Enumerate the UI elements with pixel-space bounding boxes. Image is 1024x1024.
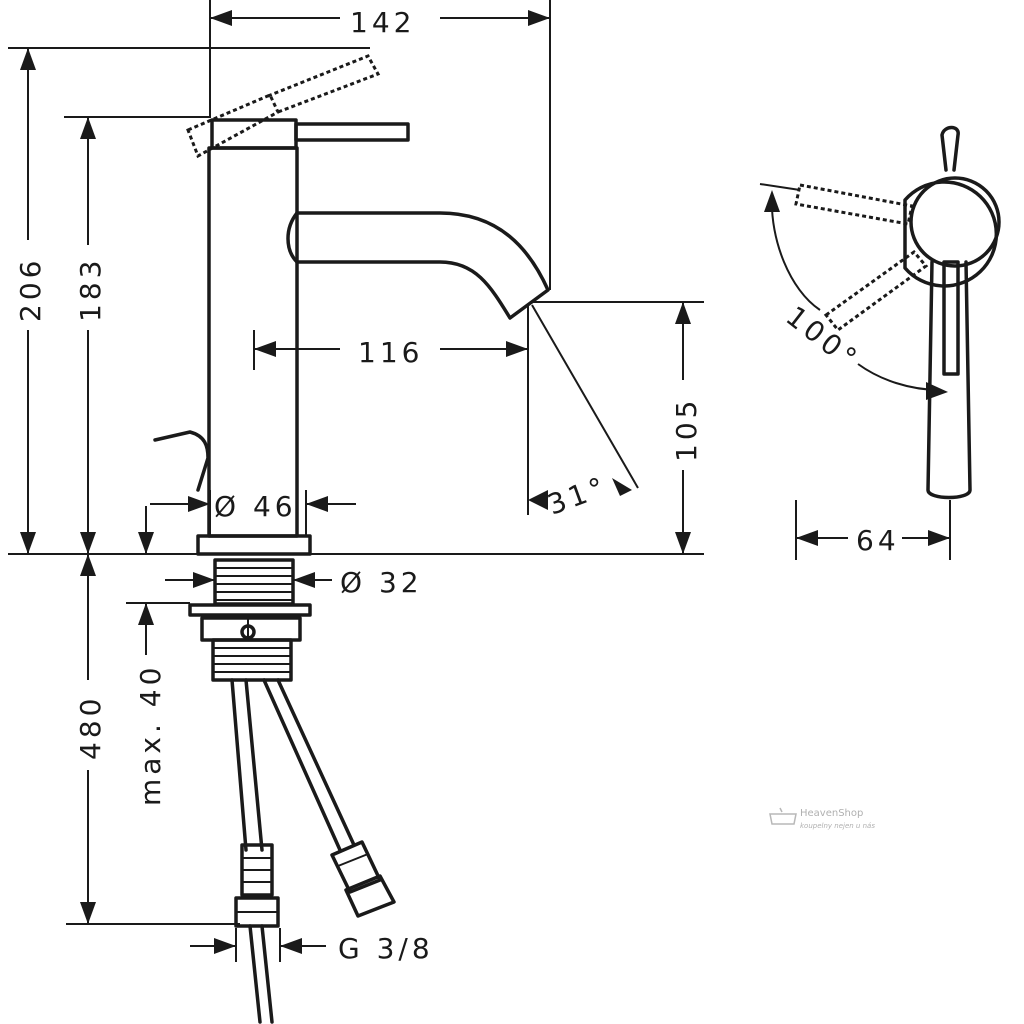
popup-rod [153,430,210,492]
watermark-brand: HeavenShop [800,808,863,819]
dim-hose-length: 480 [74,695,107,760]
faucet-front-view [153,54,550,1024]
dim-body-diameter: Ø 46 [214,490,297,523]
watermark: HeavenShop koupelny nejen u nás [769,807,875,830]
watermark-tagline: koupelny nejen u nás [800,822,875,830]
dim-handle-height: 183 [74,257,107,322]
side-dimensions: 100° 64 [759,183,951,560]
dim-max-thickness: max. 40 [134,664,167,806]
faucet-base [196,534,312,556]
dim-spout-height: 105 [670,397,703,462]
dim-spout-angle: 31° [543,469,612,521]
dim-side-width: 64 [856,524,900,557]
dim-spout-reach: 116 [358,336,423,369]
spout [295,211,550,320]
lower-shank [211,638,293,682]
side-lever-open-1 [794,183,914,226]
dim-total-height: 206 [14,257,47,322]
dim-connection: G 3/8 [338,932,434,965]
supply-hose-right [262,678,396,918]
bathtub-icon [769,807,797,825]
side-lever [926,260,972,500]
dim-total-width: 142 [350,6,415,39]
supply-hose-left [230,678,280,1024]
lever-handle-open [186,54,381,159]
faucet-side-view [794,125,1001,500]
lever-handle [294,122,410,142]
mounting-washer [188,603,312,617]
thread-shank [213,558,295,606]
side-lever-open-2 [823,249,929,333]
dim-handle-angle: 100° [780,300,866,377]
dim-thread-diameter: Ø 32 [340,566,423,599]
front-dimensions: 142 206 183 116 105 31° [8,0,704,965]
